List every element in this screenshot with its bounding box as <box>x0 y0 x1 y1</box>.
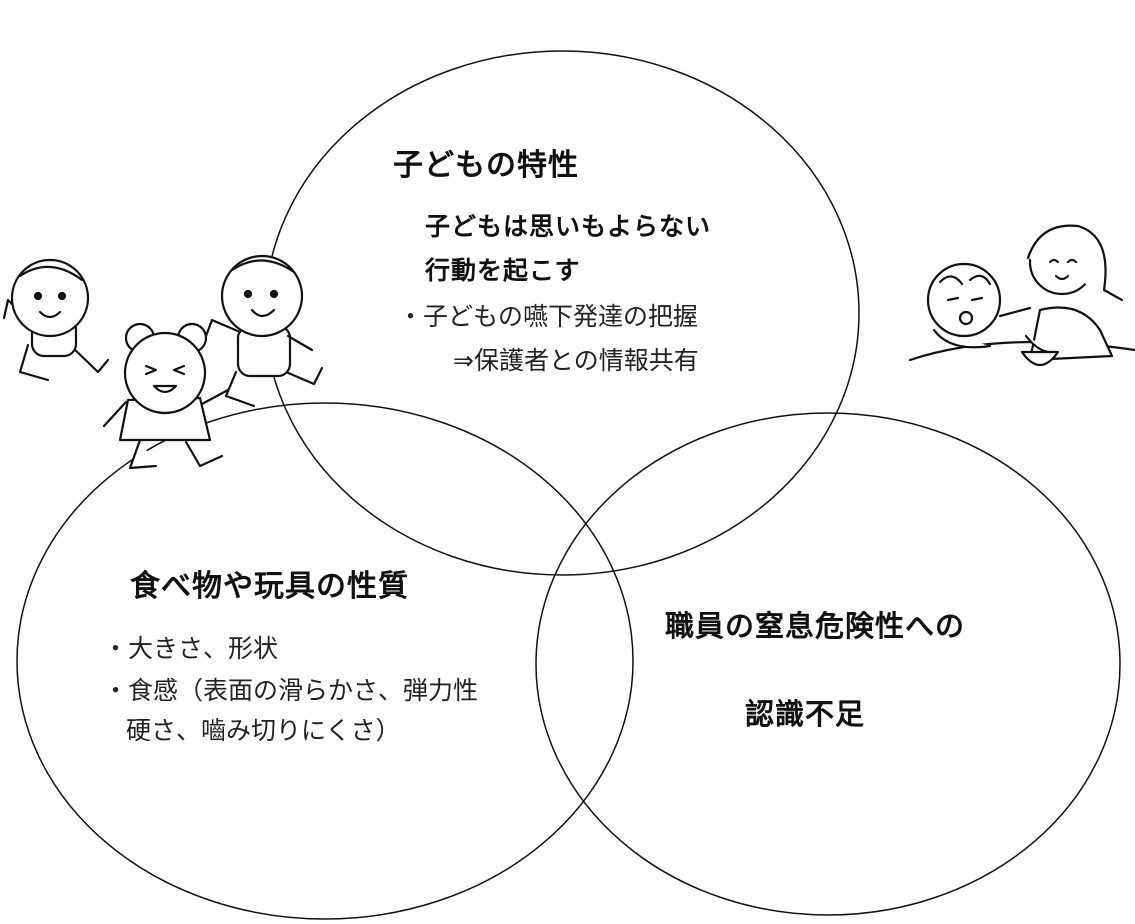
child-middle-figure <box>102 322 230 470</box>
child-item-swallowing-development: ・子どもの嚥下発達の把握 <box>398 302 699 331</box>
children-running-illustration <box>2 254 324 470</box>
food-item-hardness: 硬さ、嚙み切りにくさ） <box>126 716 401 745</box>
food-item-texture: ・食感（表面の滑らかさ、弾力性 <box>103 676 479 705</box>
bowl <box>1020 350 1060 367</box>
child-item-guardian-info-sharing: ⇒保護者との情報共有 <box>453 346 699 375</box>
baby-figure <box>926 262 1002 349</box>
child-characteristics-title: 子どもの特性 <box>393 148 579 183</box>
circle-food-toy-properties <box>16 402 634 920</box>
mother-figure <box>1024 224 1124 362</box>
food-item-size-shape: ・大きさ、形状 <box>103 634 279 663</box>
food-toy-properties-title: 食べ物や玩具の性質 <box>130 569 409 604</box>
mother-feeding-baby-illustration <box>908 224 1135 367</box>
staff-awareness-title-line2: 認識不足 <box>745 697 866 731</box>
child-characteristics-subtitle-line1: 子どもは思いもよらない <box>425 212 712 241</box>
circle-staff-awareness <box>535 412 1121 916</box>
spoon <box>998 306 1032 318</box>
child-characteristics-subtitle-line2: 行動を起こす <box>425 256 581 285</box>
staff-awareness-title-line1: 職員の窒息危険性への <box>665 609 966 643</box>
child-left-figure <box>2 258 110 382</box>
child-right-figure <box>204 254 324 408</box>
